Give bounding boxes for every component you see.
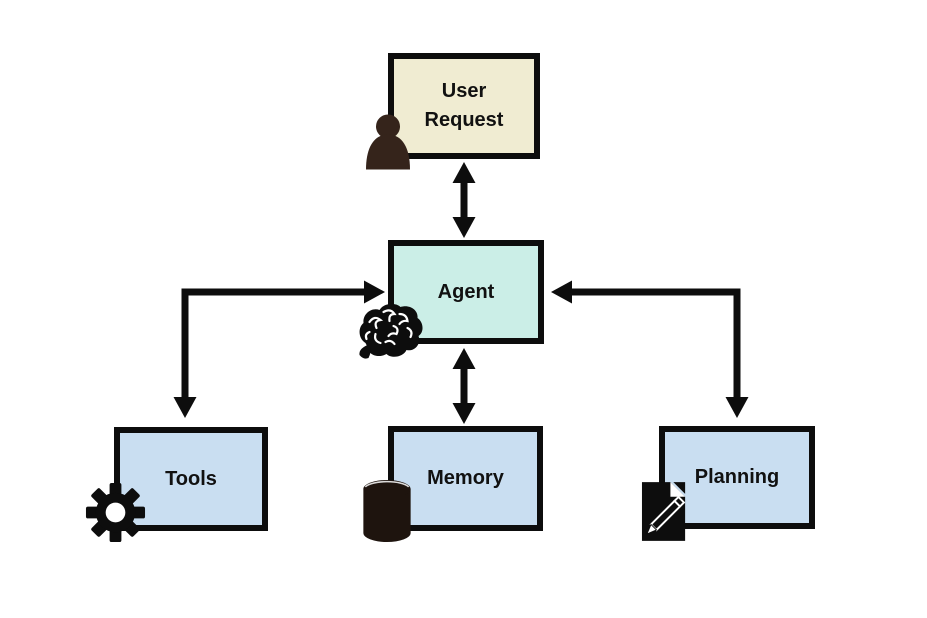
node-planning-label: Planning	[694, 466, 780, 488]
person-icon	[366, 114, 410, 170]
arrow-agent-memory	[452, 348, 476, 424]
gear-icon	[85, 482, 146, 543]
pencil-glyph	[645, 495, 686, 535]
node-tools-label: Tools	[165, 467, 217, 490]
arrow-agent-tools	[173, 280, 385, 418]
node-agent: Agent	[388, 240, 544, 344]
brain-icon	[359, 303, 423, 359]
node-memory-label: Memory	[427, 467, 504, 489]
arrow-user-request-agent	[452, 162, 476, 238]
node-agent-label: Agent	[437, 280, 495, 303]
node-memory: Memory	[388, 426, 543, 531]
node-user-request-label: User Request	[424, 80, 504, 131]
database-icon	[363, 479, 411, 543]
node-planning: Planning	[659, 426, 815, 529]
arrow-agent-planning	[551, 280, 749, 418]
document-pencil-icon	[641, 482, 686, 541]
node-user-request: User Request	[388, 53, 540, 159]
